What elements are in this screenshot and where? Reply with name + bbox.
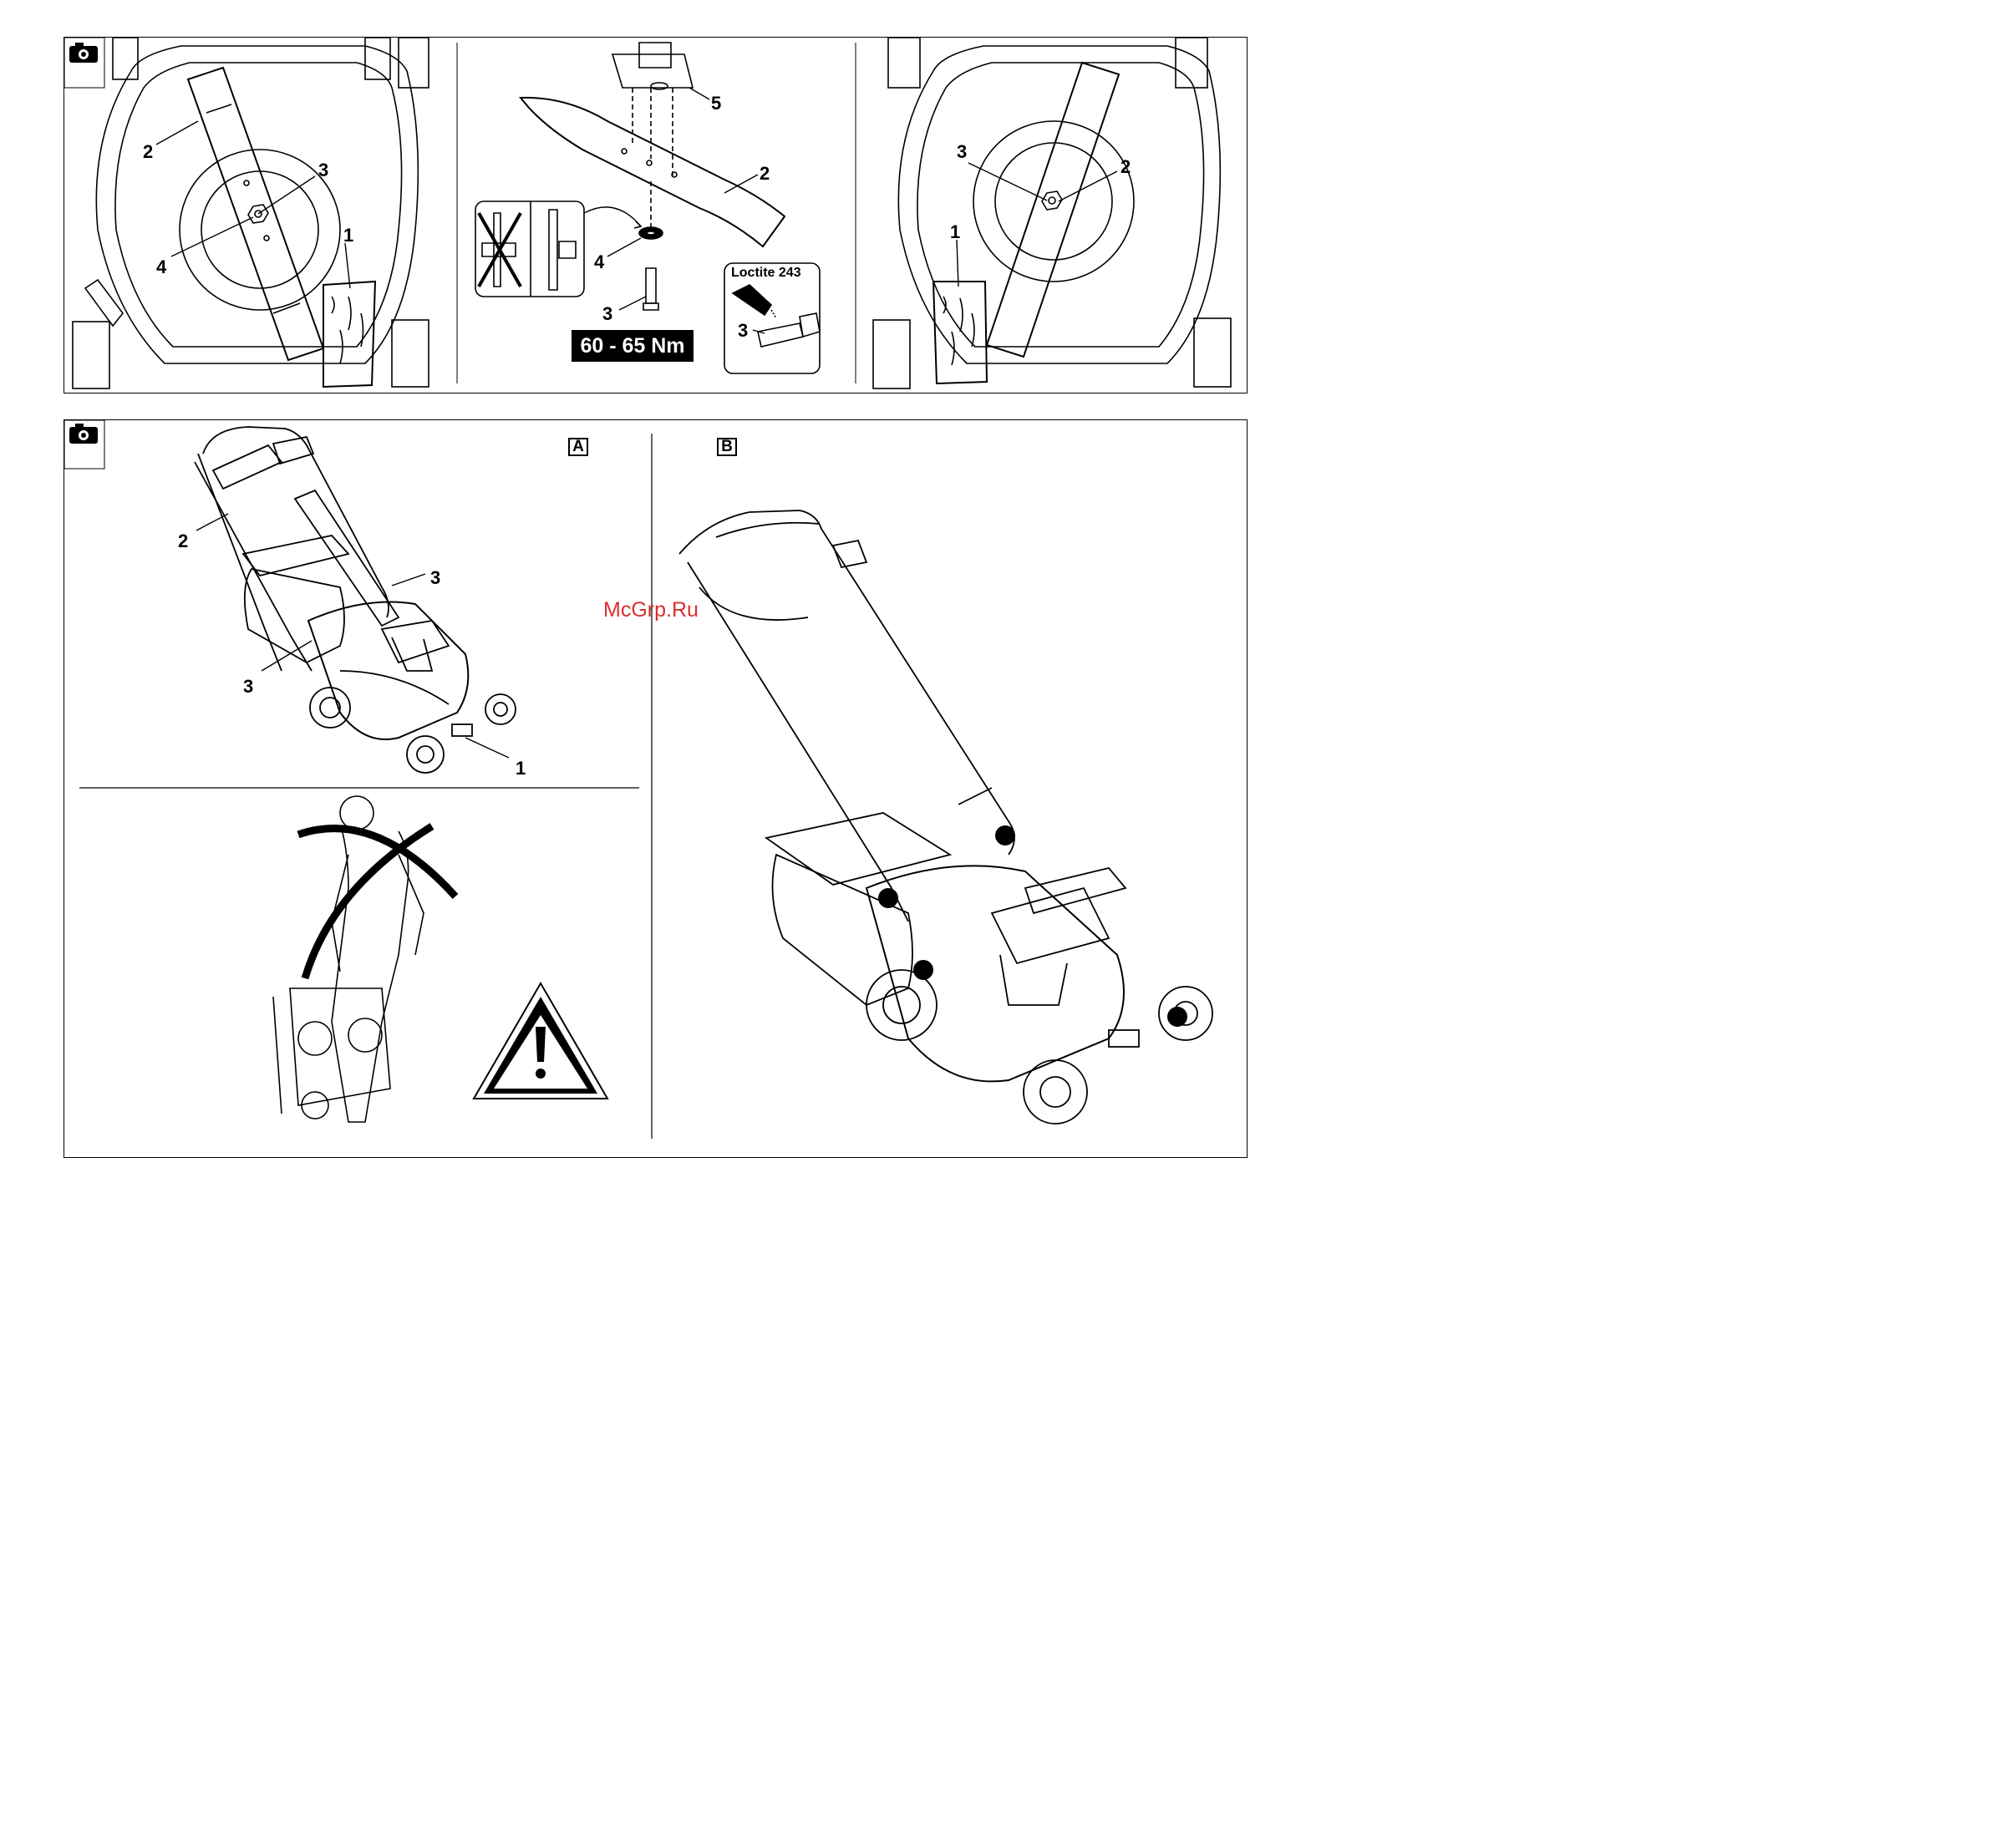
- clamp-marker-top-right: [995, 825, 1015, 845]
- right-label-1: 1: [950, 221, 960, 242]
- clamp-marker-left: [878, 888, 898, 908]
- torque-value: 60 - 65 Nm: [572, 330, 694, 362]
- blade-exploded-view: [475, 43, 820, 373]
- watermark: McGrp.Ru: [603, 598, 699, 622]
- left-label-3: 3: [318, 160, 328, 180]
- middle-label-4: 4: [594, 251, 605, 272]
- deck-underside-right: [873, 38, 1231, 388]
- middle-label-2: 2: [760, 163, 770, 184]
- crossed-out-icon-stroke-2: [305, 826, 432, 978]
- quick-release-markers: [878, 825, 1187, 1027]
- middle-label-3: 3: [602, 303, 612, 324]
- right-callouts: [957, 163, 1117, 287]
- clamp-marker-lower-left: [913, 960, 933, 980]
- left-label-2: 2: [143, 141, 153, 162]
- loctite-label-3: 3: [738, 320, 748, 341]
- mower-section-a: [195, 427, 516, 773]
- middle-label-5: 5: [711, 93, 721, 114]
- left-label-4: 4: [156, 256, 167, 277]
- warning-triangle-icon: [474, 983, 607, 1099]
- right-label-3: 3: [957, 141, 967, 162]
- section-a-label-3-lower: 3: [243, 676, 253, 697]
- left-label-1: 1: [343, 225, 353, 246]
- folding-handle-panel: 1 2 3 3: [64, 419, 1248, 1158]
- right-label-2: 2: [1120, 156, 1131, 177]
- section-a-label-2: 2: [178, 531, 188, 551]
- folding-handle-illustration: 1 2 3 3: [64, 420, 1248, 1159]
- mower-section-b: [679, 510, 1212, 1124]
- camera-icon: [64, 38, 104, 88]
- clamp-marker-right: [1167, 1007, 1187, 1027]
- section-a-label-3-upper: 3: [430, 567, 440, 588]
- bolt-crossed-icon: [479, 213, 521, 287]
- camera-icon: [64, 420, 104, 469]
- deck-underside-left: [73, 38, 429, 388]
- section-a-letter: A: [568, 438, 588, 456]
- section-a-label-1: 1: [516, 758, 526, 779]
- section-b-letter: B: [717, 438, 737, 456]
- thread-locker-name: Loctite 243: [731, 266, 801, 281]
